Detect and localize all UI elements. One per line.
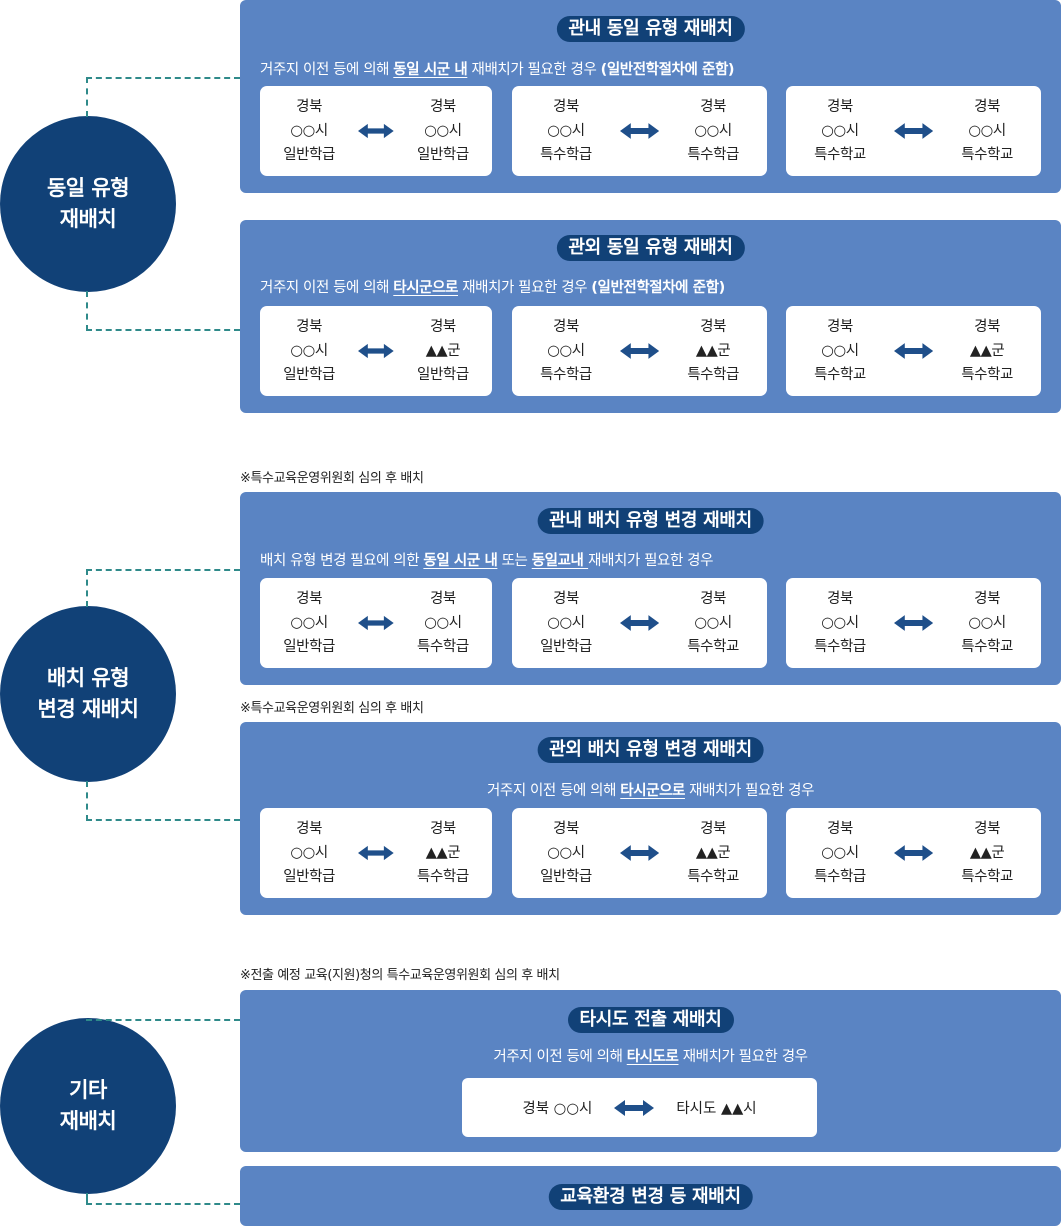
transfer-box: 경북 ○○시 타시도 ▲▲시 xyxy=(462,1078,817,1137)
group-title-line2: 변경 재배치 xyxy=(37,697,139,721)
double-arrow-icon xyxy=(893,123,934,139)
panel-title: 관외 동일 유형 재배치 xyxy=(556,235,745,261)
group-title-line1: 동일 유형 xyxy=(46,176,130,200)
group-circle-other: 기타 재배치 xyxy=(0,1018,176,1194)
connector xyxy=(86,1193,240,1205)
review-note: ※특수교육운영위원회 심의 후 배치 xyxy=(240,471,424,486)
connector xyxy=(86,77,240,117)
group-circle-type-change: 배치 유형 변경 재배치 xyxy=(0,606,176,782)
panel-title: 관외 배치 유형 변경 재배치 xyxy=(537,737,764,763)
group-circle-same-type: 동일 유형 재배치 xyxy=(0,116,176,292)
double-arrow-icon xyxy=(358,845,394,861)
highlight-text: 타시군으로 xyxy=(393,280,458,296)
double-arrow-icon xyxy=(893,845,934,861)
panel-other-province-transfer: 타시도 전출 재배치 거주지 이전 등에 의해 타시도로 재배치가 필요한 경우… xyxy=(240,990,1061,1152)
panel-description: 배치 유형 변경 필요에 의한 동일 시군 내 또는 동일교내 재배치가 필요한… xyxy=(260,553,714,569)
panel-description: 거주지 이전 등에 의해 타시군으로 재배치가 필요한 경우 (일반전학절차에 … xyxy=(260,280,725,296)
connector xyxy=(86,781,240,821)
panel-title: 관내 배치 유형 변경 재배치 xyxy=(537,508,764,534)
group-title-line1: 배치 유형 xyxy=(46,666,130,690)
double-arrow-icon xyxy=(614,1099,655,1116)
highlight-text: 동일 시군 내 xyxy=(393,62,468,78)
panel-in-district-same-type: 관내 동일 유형 재배치 거주지 이전 등에 의해 동일 시군 내 재배치가 필… xyxy=(240,0,1061,193)
panel-title: 관내 동일 유형 재배치 xyxy=(556,16,745,42)
double-arrow-icon xyxy=(619,845,660,861)
panel-out-district-type-change: 관외 배치 유형 변경 재배치 거주지 이전 등에 의해 타시군으로 재배치가 … xyxy=(240,722,1061,915)
review-note: ※전출 예정 교육(지원)청의 특수교육운영위원회 심의 후 배치 xyxy=(240,968,560,983)
panel-education-environment-change: 교육환경 변경 등 재배치 xyxy=(240,1166,1061,1226)
panel-in-district-type-change: 관내 배치 유형 변경 재배치 배치 유형 변경 필요에 의한 동일 시군 내 … xyxy=(240,492,1061,685)
double-arrow-icon xyxy=(358,615,394,631)
panel-description: 거주지 이전 등에 의해 타시도로 재배치가 필요한 경우 xyxy=(493,1049,808,1065)
connector xyxy=(86,291,240,331)
highlight-text: 동일교내 xyxy=(531,553,589,569)
double-arrow-icon xyxy=(619,343,660,359)
highlight-text: 타시군으로 xyxy=(620,783,685,799)
connector xyxy=(86,569,240,607)
panel-out-district-same-type: 관외 동일 유형 재배치 거주지 이전 등에 의해 타시군으로 재배치가 필요한… xyxy=(240,220,1061,413)
connector xyxy=(86,1019,240,1021)
group-title-line1: 기타 xyxy=(69,1078,107,1102)
highlight-text: 타시도로 xyxy=(626,1049,679,1065)
double-arrow-icon xyxy=(893,343,934,359)
panel-title: 타시도 전출 재배치 xyxy=(567,1007,734,1033)
double-arrow-icon xyxy=(358,123,394,139)
review-note: ※특수교육운영위원회 심의 후 배치 xyxy=(240,701,424,716)
panel-title: 교육환경 변경 등 재배치 xyxy=(548,1184,753,1210)
from-location: 경북 ○○시 xyxy=(522,1101,593,1117)
panel-description: 거주지 이전 등에 의해 타시군으로 재배치가 필요한 경우 xyxy=(486,783,815,799)
double-arrow-icon xyxy=(893,615,934,631)
double-arrow-icon xyxy=(619,123,660,139)
highlight-text: 동일 시군 내 xyxy=(423,553,498,569)
double-arrow-icon xyxy=(619,615,660,631)
to-location: 타시도 ▲▲시 xyxy=(676,1101,757,1117)
group-title-line2: 재배치 xyxy=(59,207,117,231)
group-title-line2: 재배치 xyxy=(59,1109,117,1133)
double-arrow-icon xyxy=(358,343,394,359)
panel-description: 거주지 이전 등에 의해 동일 시군 내 재배치가 필요한 경우 (일반전학절차… xyxy=(260,62,735,78)
